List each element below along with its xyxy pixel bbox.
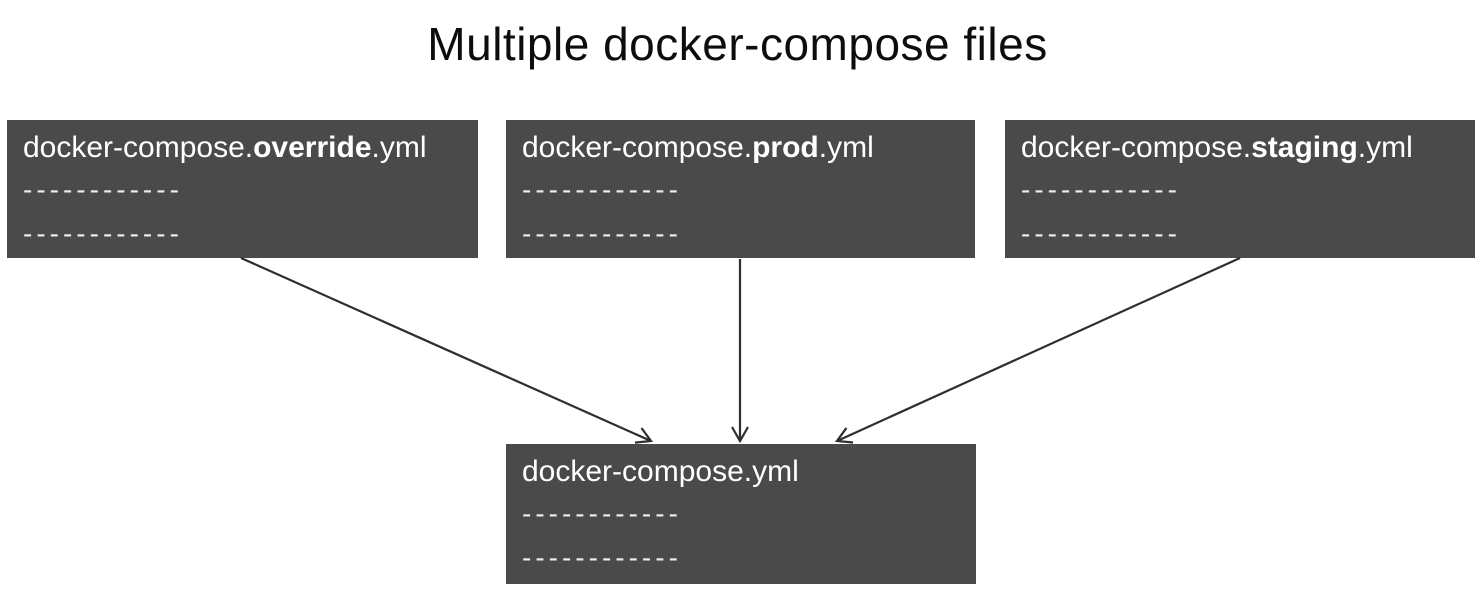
- file-name-prefix: docker-compose.yml: [522, 455, 799, 488]
- file-name-suffix: .yml: [371, 131, 427, 164]
- file-box-staging: docker-compose.staging.yml ------------ …: [1005, 120, 1475, 258]
- placeholder-dashes: ------------: [23, 174, 183, 205]
- file-name-prefix: docker-compose.: [1021, 131, 1252, 164]
- file-name-staging: docker-compose.staging.yml: [1021, 128, 1463, 168]
- file-name-override: docker-compose.override.yml: [23, 128, 466, 168]
- file-box-base: docker-compose.yml ------------ --------…: [506, 444, 976, 584]
- placeholder-dashes: ------------: [1021, 218, 1181, 249]
- file-name-prefix: docker-compose.: [522, 131, 753, 164]
- placeholder-dashes: ------------: [522, 218, 682, 249]
- placeholder-dashes: ------------: [1021, 174, 1181, 205]
- file-name-prefix: docker-compose.: [23, 131, 254, 164]
- file-name-suffix: .yml: [818, 131, 874, 164]
- file-box-prod: docker-compose.prod.yml ------------ ---…: [506, 120, 975, 258]
- file-name-emphasis: prod: [752, 131, 819, 164]
- placeholder-dashes: ------------: [23, 218, 183, 249]
- file-name-emphasis: staging: [1251, 131, 1358, 164]
- file-name-prod: docker-compose.prod.yml: [522, 128, 963, 168]
- placeholder-dashes: ------------: [522, 542, 682, 573]
- file-name-emphasis: override: [253, 131, 372, 164]
- file-name-suffix: .yml: [1357, 131, 1413, 164]
- file-box-override: docker-compose.override.yml ------------…: [7, 120, 478, 258]
- file-name-base: docker-compose.yml: [522, 452, 964, 492]
- arrow-override-to-base: [240, 256, 654, 444]
- arrow-staging-to-base: [834, 256, 1241, 444]
- placeholder-dashes: ------------: [522, 498, 682, 529]
- page-title: Multiple docker-compose files: [427, 18, 1048, 70]
- placeholder-dashes: ------------: [522, 174, 682, 205]
